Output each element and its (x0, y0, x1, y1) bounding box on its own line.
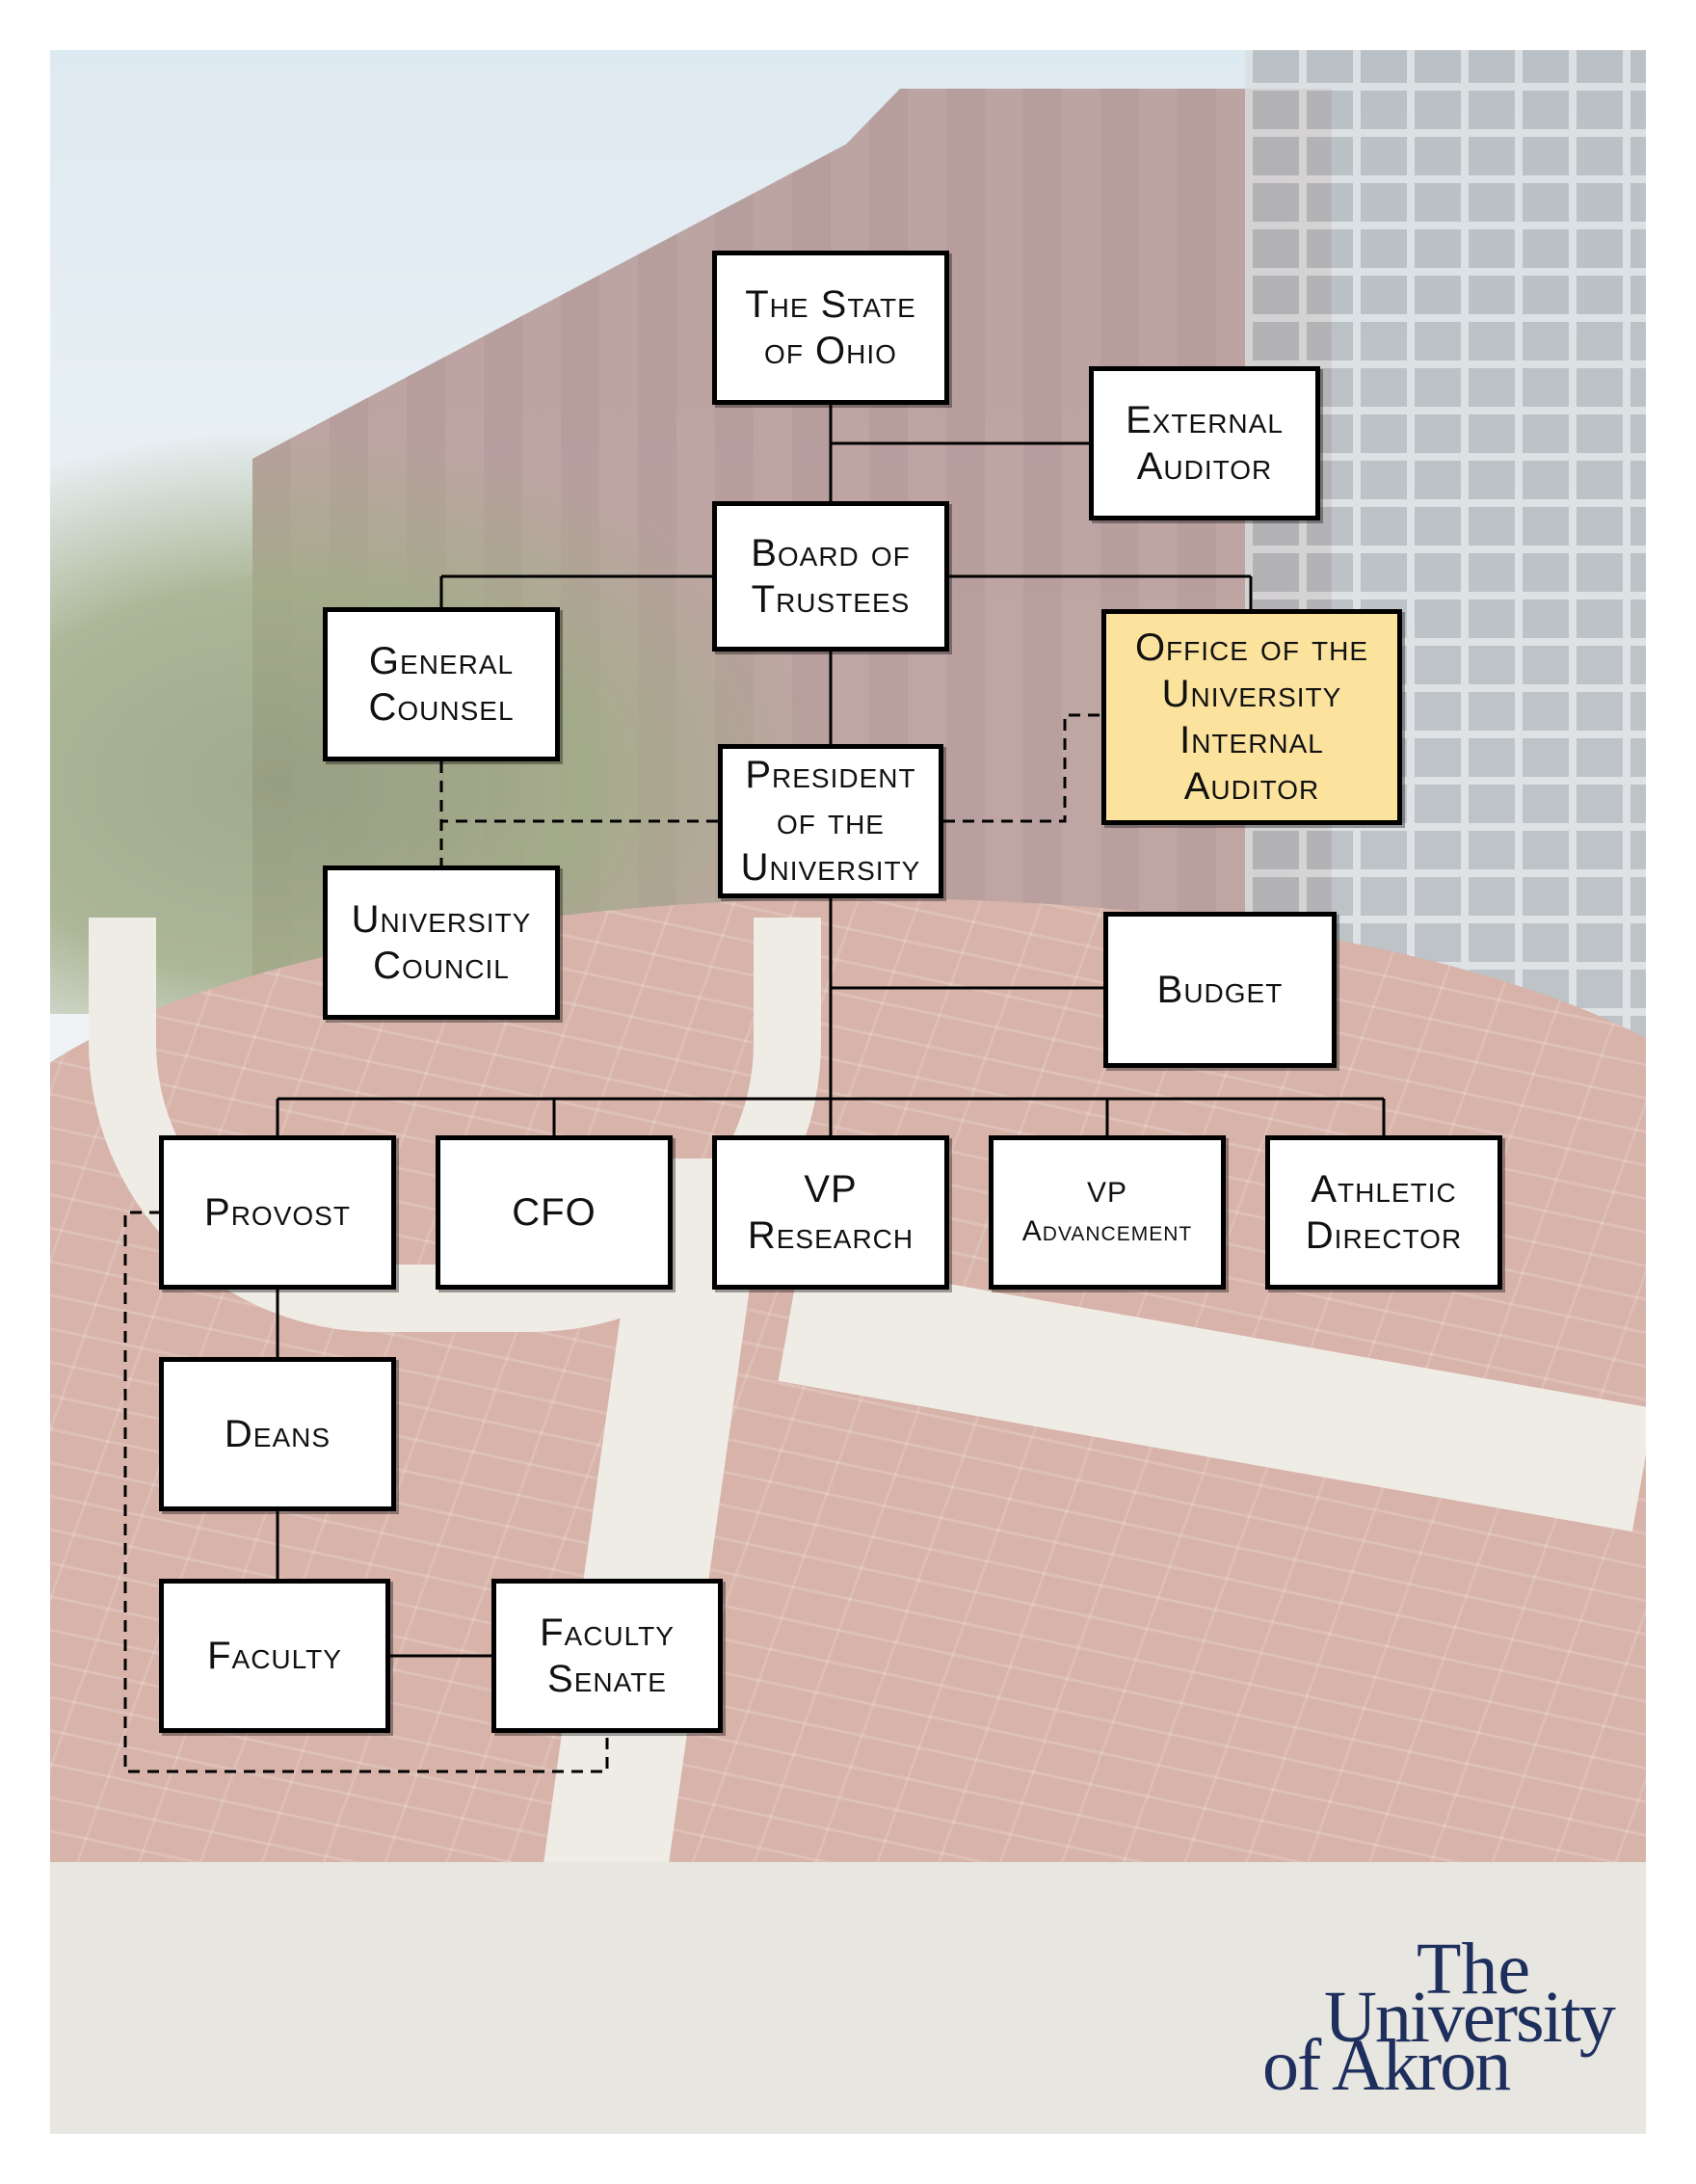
dashed-president-auditor (943, 713, 1101, 823)
node-label: General Counsel (368, 640, 515, 729)
node-label: President of the University (740, 754, 921, 889)
node-label: Budget (1156, 969, 1284, 1011)
node-vp-research: VP Research (712, 1135, 949, 1290)
node-university-council: University Council (323, 866, 560, 1020)
dashed-provost-senate (123, 1211, 609, 1773)
node-president: President of the University (718, 744, 943, 898)
node-label: VP Advancement (1021, 1177, 1193, 1247)
node-label: Provost (204, 1191, 351, 1234)
node-label: CFO (512, 1191, 596, 1234)
node-label: The State of Ohio (745, 283, 916, 372)
node-deans: Deans (159, 1357, 396, 1511)
node-label: Board of Trustees (751, 532, 911, 621)
node-provost: Provost (159, 1135, 396, 1290)
node-vp-advancement: VP Advancement (989, 1135, 1226, 1290)
node-board-of-trustees: Board of Trustees (712, 501, 949, 652)
node-faculty: Faculty (159, 1579, 390, 1733)
node-label: External Auditor (1126, 399, 1284, 488)
node-state-of-ohio: The State of Ohio (712, 251, 949, 405)
node-internal-auditor: Office of the University Internal Audito… (1101, 609, 1402, 825)
node-athletic-director: Athletic Director (1265, 1135, 1502, 1290)
logo-word-of-akron: of Akron (1262, 2025, 1511, 2106)
node-label: Athletic Director (1305, 1168, 1463, 1257)
node-external-auditor: External Auditor (1089, 366, 1320, 520)
node-general-counsel: General Counsel (323, 607, 560, 761)
node-label: Faculty (207, 1635, 342, 1677)
node-label: Deans (224, 1413, 331, 1455)
node-faculty-senate: Faculty Senate (491, 1579, 723, 1733)
logo-word-university: University (1324, 1977, 1616, 2058)
node-cfo: CFO (436, 1135, 673, 1290)
node-label: University Council (351, 898, 532, 987)
sidewalk (50, 1862, 1646, 2134)
node-label: Office of the University Internal Audito… (1134, 626, 1369, 808)
university-of-akron-logo: The University of Akron (1262, 1929, 1619, 2102)
node-budget: Budget (1103, 912, 1337, 1068)
node-label: Faculty Senate (540, 1611, 675, 1700)
logo-word-the: The (1417, 1929, 1531, 2010)
glass-building (1245, 50, 1646, 1062)
node-label: VP Research (747, 1168, 914, 1257)
